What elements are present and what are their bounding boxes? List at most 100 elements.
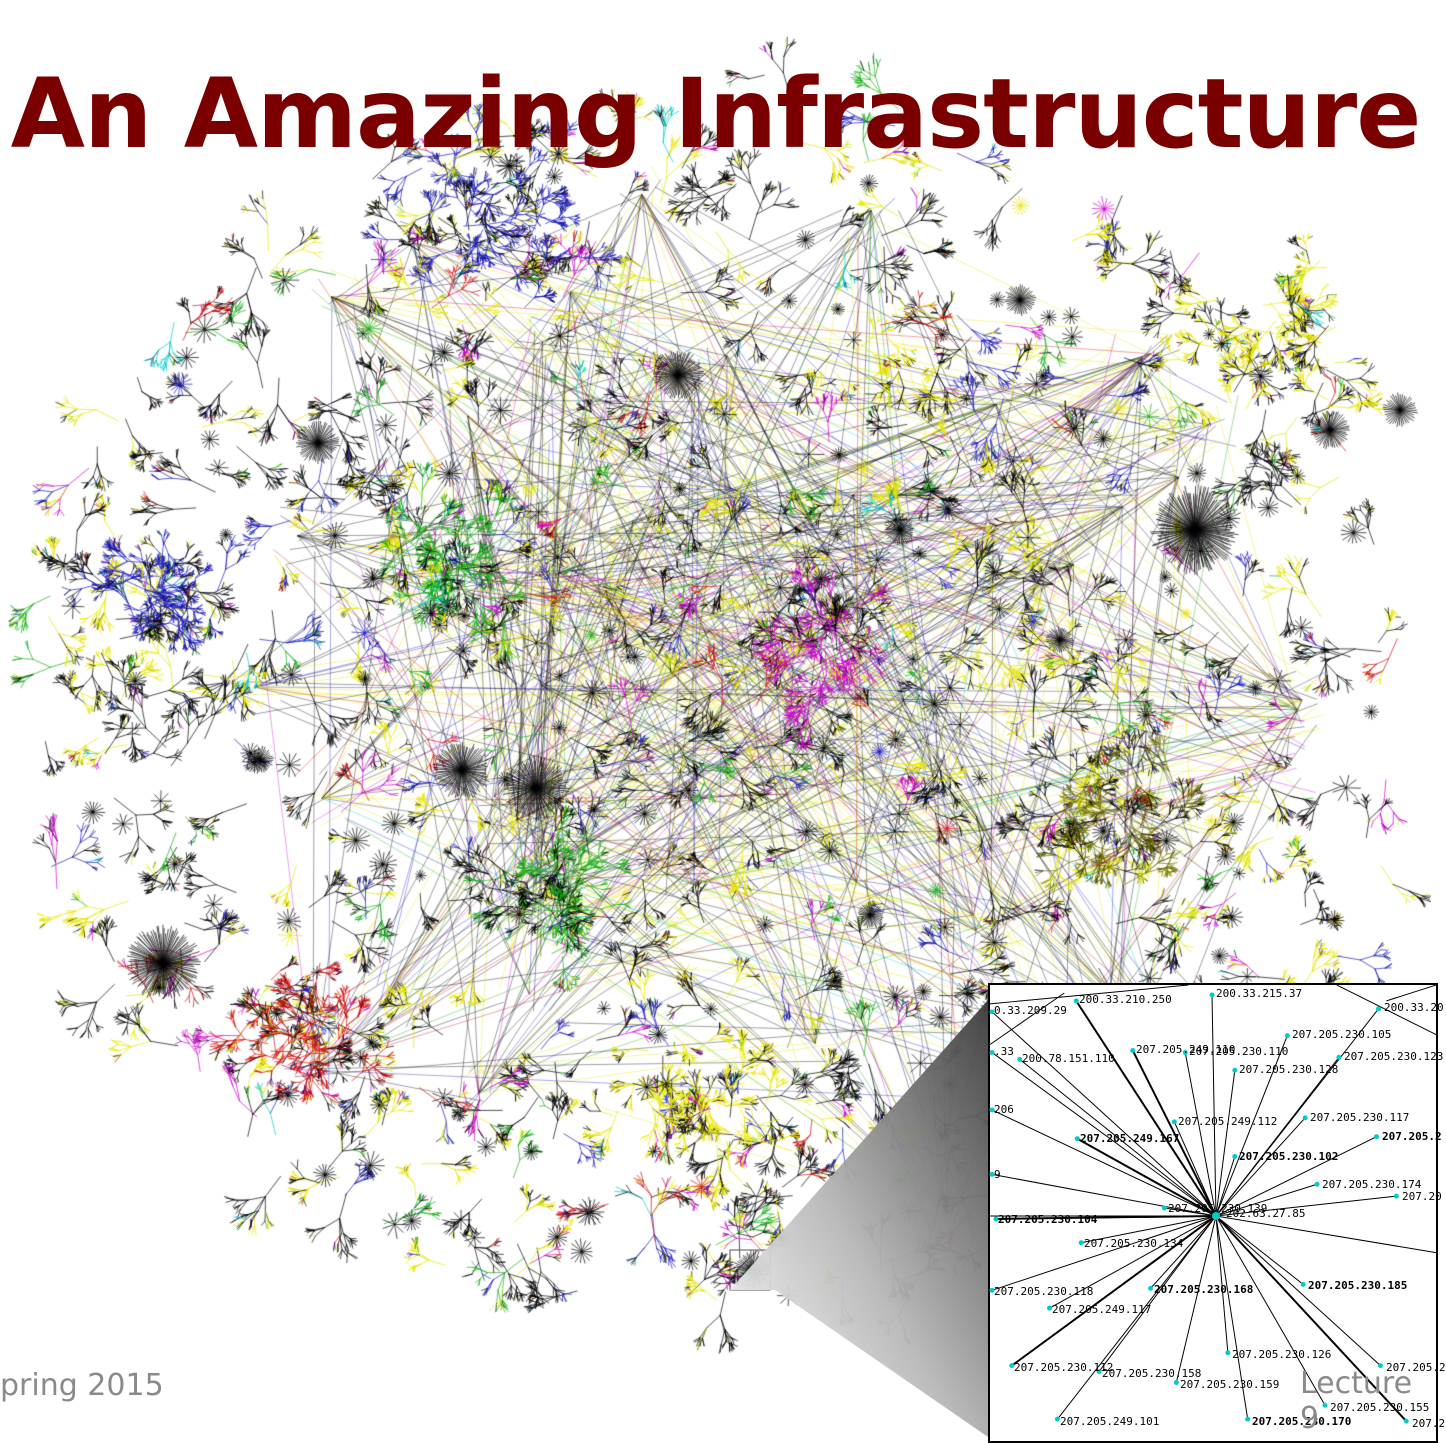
inset-node bbox=[1054, 1416, 1060, 1422]
inset-node bbox=[1074, 1136, 1080, 1142]
inset-node bbox=[1078, 1240, 1084, 1246]
inset-node bbox=[1245, 1416, 1251, 1422]
inset-ip-label: 207.205.249.167 bbox=[1080, 1132, 1180, 1145]
inset-node bbox=[1161, 1205, 1167, 1211]
inset-ip-label: 207.205.230.104 bbox=[998, 1213, 1098, 1226]
inset-ip-label: 200.78.151.110 bbox=[1022, 1052, 1115, 1065]
inset-node bbox=[1374, 1134, 1380, 1140]
inset-edge bbox=[991, 1011, 1217, 1217]
inset-ip-label: 207.205.249.117 bbox=[1052, 1303, 1152, 1316]
inset-ip-label: 207.205.230.112 bbox=[1014, 1361, 1114, 1374]
inset-edge bbox=[1215, 1215, 1229, 1353]
inset-edge bbox=[1215, 1215, 1304, 1285]
inset-edge bbox=[1173, 1121, 1217, 1217]
inset-node bbox=[1148, 1285, 1154, 1291]
inset-edge bbox=[1076, 1137, 1217, 1217]
inset-ip-label: 207.205.230.134 bbox=[1084, 1237, 1184, 1250]
inset-node bbox=[1209, 992, 1215, 998]
inset-ip-label: 207.205.249.110 bbox=[1136, 1043, 1236, 1056]
inset-node bbox=[1403, 1418, 1409, 1424]
inset-ip-label: 207.205.230.155 bbox=[1330, 1401, 1430, 1414]
inset-node bbox=[1173, 1380, 1179, 1385]
inset-node bbox=[1232, 1067, 1238, 1073]
inset-ip-label: 207.205.230.110 bbox=[1189, 1045, 1289, 1058]
inset-edge bbox=[1049, 1215, 1217, 1309]
inset-edge bbox=[1057, 1215, 1217, 1420]
footer-lecture: Lecture 9 bbox=[1300, 1366, 1413, 1436]
inset-ip-label: 207.205.230.185 bbox=[1308, 1279, 1408, 1292]
inset-ip-label: 207.205.230.117 bbox=[1310, 1111, 1410, 1124]
inset-node bbox=[1336, 1054, 1342, 1060]
inset-ip-label: 207.205.230.126 bbox=[1232, 1348, 1332, 1361]
inset-node bbox=[1302, 1115, 1308, 1121]
inset-node bbox=[1225, 1350, 1231, 1356]
inset-edge bbox=[1215, 1035, 1288, 1217]
inset-node bbox=[989, 1171, 995, 1177]
page-title: An Amazing Infrastructure bbox=[10, 58, 1422, 170]
inset-node bbox=[1378, 1363, 1383, 1369]
inset-edge bbox=[1215, 1136, 1377, 1217]
inset-edge bbox=[1215, 1156, 1236, 1217]
inset-node bbox=[1182, 1049, 1188, 1055]
inset-node bbox=[1171, 1119, 1177, 1125]
inset-edge bbox=[1215, 1215, 1381, 1366]
inset-ip-label: 207.205.2 bbox=[1386, 1361, 1446, 1374]
inset-edge bbox=[991, 1173, 1217, 1217]
inset-ip-label: 0.33.209.29 bbox=[994, 1004, 1067, 1017]
inset-ip-label: 207.20 bbox=[1402, 1190, 1442, 1203]
inset-ip-label: .33 bbox=[994, 1045, 1014, 1058]
inset-edge bbox=[989, 992, 1065, 1045]
inset-edge bbox=[1019, 1058, 1217, 1217]
inset-node bbox=[1073, 998, 1079, 1004]
inset-ip-label: 200.33.210.250 bbox=[1079, 993, 1172, 1006]
inset-node bbox=[1009, 1363, 1015, 1369]
inset-edge bbox=[989, 984, 1189, 1005]
inset-ip-label: 207.2 bbox=[1412, 1417, 1446, 1430]
inset-edge bbox=[1075, 1000, 1217, 1217]
inset-ip-label: 207.205.249.101 bbox=[1060, 1415, 1160, 1428]
inset-edge bbox=[1175, 1215, 1217, 1383]
inset-hub-label: 202.63.27.85 bbox=[1226, 1207, 1306, 1220]
inset-hub-node bbox=[1212, 1212, 1220, 1220]
inset-ip-label: 207.205.230.123 bbox=[1344, 1050, 1444, 1063]
inset-node bbox=[1314, 1181, 1320, 1187]
inset-ip-label: 207.205.230.159 bbox=[1180, 1378, 1280, 1391]
inset-edge bbox=[1215, 1057, 1340, 1217]
inset-ip-label: 207.205.230.158 bbox=[1102, 1367, 1202, 1380]
inset-edge bbox=[1184, 1052, 1217, 1217]
inset-edge bbox=[1211, 994, 1217, 1216]
inset-edge bbox=[1131, 1050, 1217, 1217]
inset-node bbox=[1096, 1369, 1102, 1375]
inset-edge bbox=[1098, 1215, 1217, 1372]
inset-edge bbox=[1215, 1215, 1437, 1254]
inset-edge bbox=[1336, 984, 1437, 1036]
inset-node bbox=[1300, 1281, 1306, 1287]
inset-node bbox=[993, 1216, 999, 1222]
footer-course: pring 2015 bbox=[0, 1368, 164, 1403]
inset-node bbox=[1232, 1154, 1238, 1159]
inset-edge bbox=[1164, 1207, 1217, 1217]
inset-edge bbox=[1215, 1117, 1306, 1217]
inset-ip-label: 207.205.230.128 bbox=[1239, 1063, 1339, 1076]
inset-edge bbox=[991, 1052, 1217, 1217]
inset-edge bbox=[991, 1215, 1217, 1291]
inset-ip-label: 207.205.230.170 bbox=[1252, 1415, 1352, 1428]
inset-node bbox=[1376, 1006, 1381, 1012]
inset-node bbox=[1017, 1056, 1023, 1062]
inset-node bbox=[1130, 1047, 1136, 1053]
inset-ip-label: 9 bbox=[994, 1168, 1001, 1181]
inset-edge bbox=[1386, 984, 1437, 1002]
inset-edge bbox=[1215, 1215, 1249, 1420]
inset-ip-label: 207.205.230.102 bbox=[1239, 1150, 1339, 1163]
inset-ip-label: 207.205.230.118 bbox=[994, 1285, 1094, 1298]
inset-node bbox=[1322, 1402, 1328, 1408]
inset-node bbox=[1046, 1305, 1052, 1311]
inset-edge bbox=[1215, 1215, 1326, 1406]
inset-edge bbox=[1150, 1215, 1217, 1289]
inset-node bbox=[989, 1049, 995, 1055]
inset-edge bbox=[1011, 1215, 1217, 1367]
inset-ip-label: 207.205.230.105 bbox=[1292, 1028, 1392, 1041]
inset-edge bbox=[1215, 1070, 1236, 1217]
inset-node bbox=[1284, 1033, 1290, 1039]
